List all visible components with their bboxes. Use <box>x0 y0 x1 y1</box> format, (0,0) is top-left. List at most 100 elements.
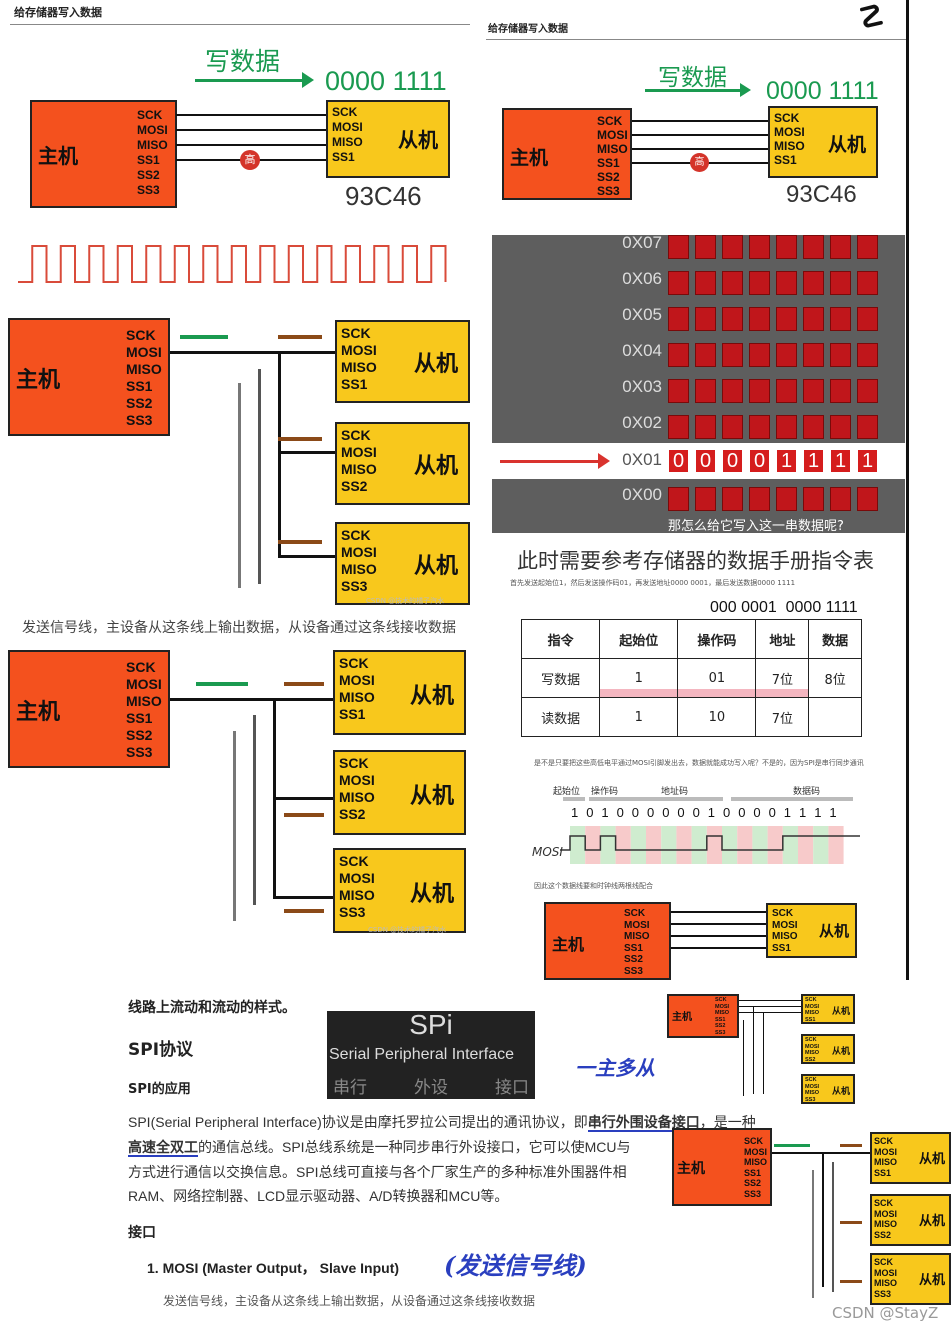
clock-waveform <box>18 245 447 283</box>
high-badge: 高 <box>240 150 260 170</box>
banner-cn: 串行 <box>333 1078 367 1098</box>
serial-note: 是不是只要把这些高低电平通过MOSI引脚发出去，数据就能成功写入呢？不是的，因为… <box>534 759 864 767</box>
register-cell <box>749 487 770 511</box>
bit-slot <box>782 826 798 864</box>
bit-slot <box>630 826 646 864</box>
timing-groups: 起始位操作码地址码数据码 <box>553 784 863 804</box>
write-label: 写数据 <box>205 47 281 76</box>
register-cell <box>695 307 716 331</box>
flow-heading: 线路上流动和流动的样式。 <box>128 1000 296 1016</box>
command-table: 指令 起始位 操作码 地址 数据 写数据 1 01 7位 8位 读数据 1 10… <box>520 619 862 737</box>
register-cell <box>776 271 797 295</box>
register-bit: 1 <box>803 449 824 473</box>
register-cell <box>695 235 716 259</box>
clock-note: 因此这个数据线要和时钟线两根线配合 <box>534 882 653 890</box>
mosi-desc-bottom: 发送信号线，主设备从这条线上输出数据，从设备通过这条线接收数据 <box>163 1294 536 1308</box>
register-cell <box>857 343 878 367</box>
register-cell <box>695 271 716 295</box>
register-cell <box>803 415 824 439</box>
register-cell <box>722 415 743 439</box>
handwriting-one-master: 一主多从 <box>575 1056 655 1080</box>
arrow-head <box>598 453 610 469</box>
bit-slot <box>570 826 586 864</box>
bus-line <box>278 555 335 558</box>
bit-slot <box>767 826 783 864</box>
register-cell <box>722 379 743 403</box>
register-label: 0X03 <box>622 377 662 396</box>
register-bit: 0 <box>668 449 689 473</box>
register-cell <box>749 235 770 259</box>
register-cell <box>668 307 689 331</box>
register-cell <box>776 487 797 511</box>
register-cell <box>668 271 689 295</box>
bus-line <box>632 134 769 136</box>
bit-slot <box>615 826 631 864</box>
bus-line <box>176 144 326 146</box>
timing-group-label: 数据码 <box>793 787 821 797</box>
timing-bit: 0 <box>677 805 685 820</box>
register-cell <box>857 487 878 511</box>
register-cell <box>668 487 689 511</box>
bus-line <box>739 1006 801 1007</box>
bus-line <box>253 715 256 905</box>
timing-bit: 1 <box>601 805 609 820</box>
table-row: 读数据 1 10 7位 <box>520 697 862 737</box>
register-cell <box>668 235 689 259</box>
register-label: 0X06 <box>622 269 662 288</box>
para-line-2: 高速全双工的通信总线。SPI总线系统是一种同步串行外设接口，它可以使MCU与 <box>128 1139 631 1157</box>
slave-name: 从机 <box>413 352 458 377</box>
bus-line <box>170 698 333 701</box>
bits-caption: 000 0001 0000 1111 <box>710 599 858 616</box>
bit-slot <box>691 826 707 864</box>
register-row: 0X03 <box>492 377 905 403</box>
host-name: 主机 <box>677 1161 705 1177</box>
datasheet-note: 首先发送起始位1，然后发送操作码01，再发送地址0000 0001，最后发送数据… <box>510 579 796 587</box>
register-row: 0X05 <box>492 305 905 331</box>
timing-bit: 1 <box>783 805 792 820</box>
handwriting-send-line: (发送信号线) <box>444 1251 587 1280</box>
timing-group-bar <box>589 797 611 801</box>
register-cell <box>830 235 851 259</box>
spi-banner: SPi Serial Peripheral Interface 串行 外设 接口 <box>327 1009 535 1099</box>
timing-group-bar <box>563 797 585 801</box>
bus-line <box>822 1152 824 1287</box>
register-cell <box>749 271 770 295</box>
mosi-label: MOSI <box>532 845 563 859</box>
data-arrow <box>284 909 324 913</box>
slave-name: 从机 <box>827 134 866 156</box>
write-bits: 0000 1111 <box>325 66 447 96</box>
register-row: 0X00 <box>492 485 905 511</box>
panel-title-right: 给存储器写入数据 <box>488 24 568 35</box>
bit-slot <box>676 826 692 864</box>
panel-title-left: 给存储器写入数据 <box>14 6 102 19</box>
banner-sub: Serial Peripheral Interface <box>329 1046 514 1063</box>
timing-bit: 1 <box>829 805 837 820</box>
register-bit: 0 <box>749 449 770 473</box>
register-cell <box>803 271 824 295</box>
timing-bit: 0 <box>631 805 640 820</box>
slave-name: 从机 <box>409 684 454 709</box>
register-cell <box>857 271 878 295</box>
register-cell <box>776 415 797 439</box>
slave-name: 从机 <box>409 882 454 907</box>
arrow-head <box>740 83 751 97</box>
register-label: 0X01 <box>622 450 662 469</box>
host-name: 主机 <box>38 144 78 168</box>
